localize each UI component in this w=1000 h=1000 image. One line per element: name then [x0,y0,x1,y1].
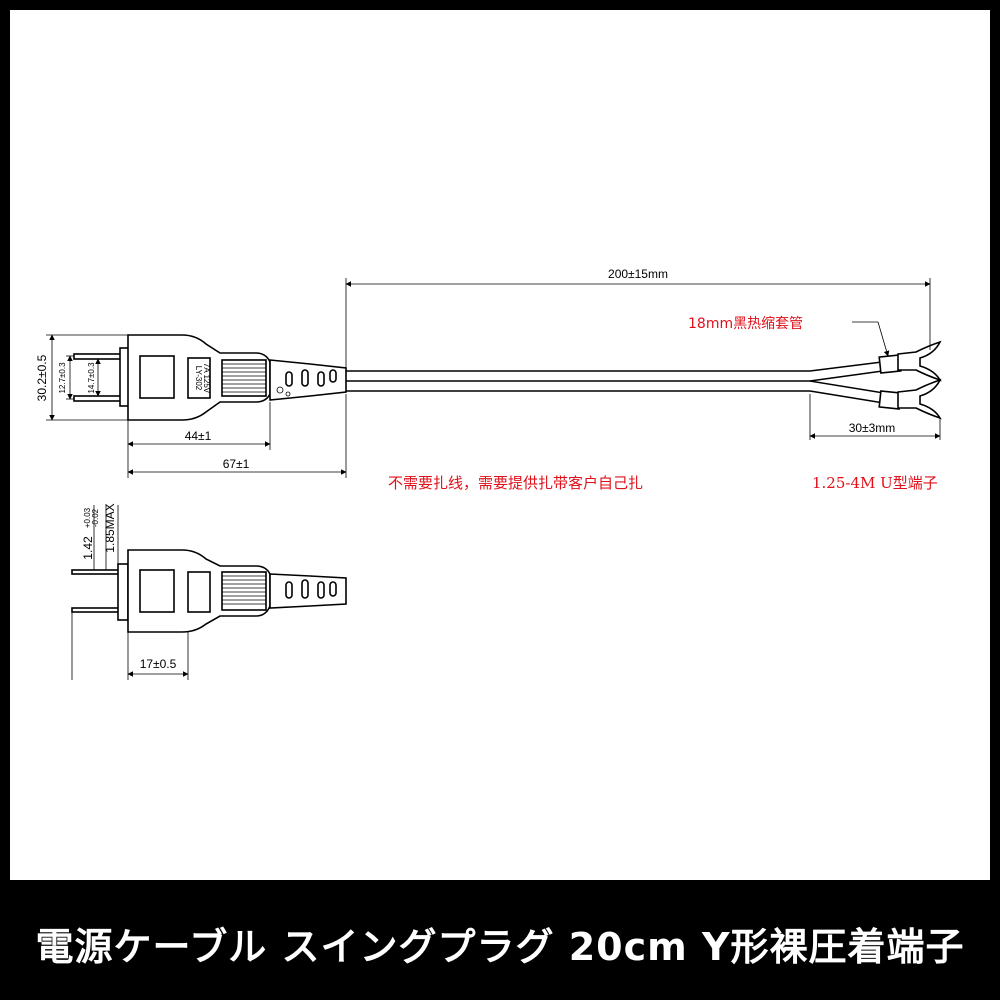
dim-plug-total-label: 67±1 [223,457,250,471]
plug-pin-upper [73,353,123,360]
cable-tie-note: 不需要扎线，需要提供扎带客户自己扎 [388,474,643,492]
plug-rating-label: 7A 125V [202,363,211,394]
dim-pin-max-label: 1.85MAX [103,503,117,552]
dimension-split-length: 30±3mm [809,394,941,440]
dim-split-length-label: 30±3mm [849,421,896,435]
dim-pin-thickness-label: 1.42 [81,536,95,560]
side-pin-upper [71,569,121,575]
u-terminal-upper [897,340,942,382]
plug-pin-lower [73,395,123,402]
dimension-pin-span: 12.7±0.3 14.7±0.3 [58,355,101,400]
plug-grip-ribs [221,359,267,397]
dimension-pin-thickness: 1.42 +0.03 -0.02 1.85MAX [81,503,119,570]
plug-model-label: LY-302 [194,366,203,391]
dim-pin-tol-plus: +0.03 [83,507,92,528]
dimension-plug-body: 44±1 [127,402,271,478]
heatshrink-note: 18mm黑热缩套管 [688,316,803,332]
dim-pin-span2-label: 14.7±0.3 [87,362,96,394]
plug-top-view: LY-302 7A 125V [73,334,347,421]
drawing-sheet: LY-302 7A 125V [10,10,990,880]
product-banner: 電源ケーブル スイングプラグ 20cm Y形裸圧着端子 [0,886,1000,1000]
terminal-note: 1.25-4M U型端子 [812,474,938,492]
dim-side-width-label: 17±0.5 [140,657,177,671]
product-title: 電源ケーブル スイングプラグ 20cm Y形裸圧着端子 [35,924,965,969]
dimension-plug-height: 30.2±0.5 [35,334,128,421]
dim-plug-body-label: 44±1 [185,429,212,443]
plug-label-box [187,357,211,399]
dim-pin-tol-minus: -0.02 [91,508,100,527]
dimension-side-width: 17±0.5 [71,612,189,680]
u-terminal-lower [897,378,942,420]
dim-pin-span-label: 12.7±0.3 [58,362,67,394]
cable [346,340,942,420]
dim-plug-height-label: 30.2±0.5 [35,354,49,401]
dim-cable-length-label: 200±15mm [608,267,668,281]
heatshrink-callout: 18mm黑热缩套管 [688,316,890,357]
plug-side-view [71,549,347,633]
dimension-cable-length: 200±15mm [345,267,931,368]
dimension-plug-total: 67±1 [127,394,347,478]
technical-drawing: LY-302 7A 125V [35,267,942,680]
side-pin-lower [71,607,121,613]
